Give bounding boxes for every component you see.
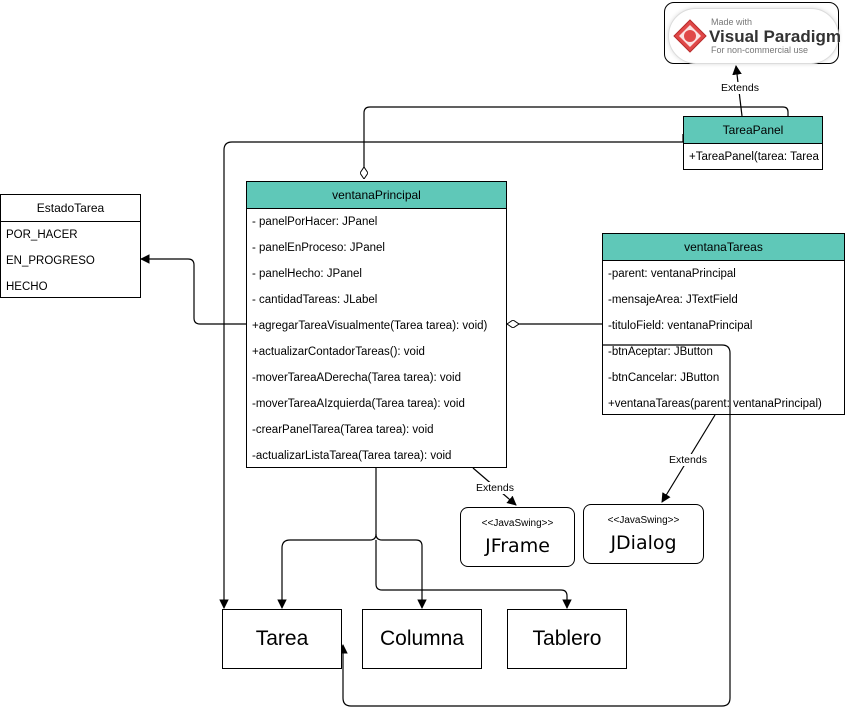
member-row: -actualizarListaTarea(Tarea tarea): void: [252, 450, 452, 462]
member-row: - panelPorHacer: JPanel: [252, 216, 378, 228]
member-row: +ventanaTareas(parent: ventanaPrincipal): [608, 398, 822, 410]
class-ventanatareas[interactable]: ventanaTareas -parent: ventanaPrincipal …: [602, 233, 845, 415]
edge-ventanaprincipal-to-estadotarea: [140, 254, 247, 325]
swing-jframe-stereotype: <<JavaSwing>>: [481, 518, 554, 529]
member-row: -moverTareaAIzquierda(Tarea tarea): void: [252, 398, 465, 410]
edge-ventanaprincipal-to-tablero: [375, 540, 572, 609]
edge-tareapanel-to-tarea: [219, 134, 684, 609]
member-row: -crearPanelTarea(Tarea tarea): void: [252, 424, 434, 436]
class-ventanatareas-title: ventanaTareas: [603, 234, 844, 261]
visual-paradigm-logo-icon: [673, 19, 707, 53]
class-estadotarea-title: EstadoTarea: [1, 195, 140, 222]
swing-jframe-name: JFrame: [485, 535, 550, 557]
box-tarea[interactable]: Tarea: [222, 609, 342, 669]
box-columna[interactable]: Columna: [362, 609, 482, 669]
swing-jframe[interactable]: <<JavaSwing>> JFrame: [460, 507, 575, 567]
member-row: - cantidadTareas: JLabel: [252, 294, 378, 306]
member-row: -moverTareaADerecha(Tarea tarea): void: [252, 372, 462, 384]
enum-value-hecho: HECHO: [6, 281, 48, 293]
edge-ventanaprincipal-to-columna: [375, 533, 427, 609]
member-row: +agregarTareaVisualmente(Tarea tarea): v…: [252, 320, 488, 332]
class-ventanaprincipal[interactable]: ventanaPrincipal - panelPorHacer: JPanel…: [246, 181, 507, 468]
extends-label-jdialog: Extends: [667, 454, 709, 466]
class-ventanaprincipal-title: ventanaPrincipal: [247, 182, 506, 209]
member-row: - panelHecho: JPanel: [252, 268, 362, 280]
edge-tareapanel-to-ventanaprincipal: [364, 106, 789, 178]
swing-jdialog[interactable]: <<JavaSwing>> JDialog: [583, 504, 704, 564]
class-tareapanel-title: TareaPanel: [684, 117, 822, 144]
member-row: -parent: ventanaPrincipal: [608, 268, 736, 280]
extends-label-jframe: Extends: [474, 482, 516, 494]
watermark-sub: For non-commercial use: [711, 45, 809, 55]
member-row: -mensajeArea: JTextField: [608, 294, 738, 306]
class-estadotarea[interactable]: EstadoTarea POR_HACER EN_PROGRESO HECHO: [0, 194, 141, 298]
member-row: -btnCancelar: JButton: [608, 372, 720, 384]
swing-jdialog-stereotype: <<JavaSwing>>: [607, 515, 680, 526]
member-row: - panelEnProceso: JPanel: [252, 242, 385, 254]
enum-value-en-progreso: EN_PROGRESO: [6, 255, 95, 267]
class-tareapanel-row: +TareaPanel(tarea: Tarea: [689, 151, 819, 163]
watermark-made-with: Made with: [711, 17, 753, 27]
edge-ventanaprincipal-to-tarea: [277, 468, 377, 609]
member-row: -btnAceptar: JButton: [608, 346, 713, 358]
extends-label-tareapanel: Extends: [719, 82, 761, 94]
member-row: +actualizarContadorTareas(): void: [252, 346, 425, 358]
box-tablero[interactable]: Tablero: [507, 609, 627, 669]
member-row: -tituloField: ventanaPrincipal: [608, 320, 753, 332]
swing-jdialog-name: JDialog: [610, 532, 677, 554]
watermark-name: Visual Paradigm: [709, 27, 841, 46]
class-tareapanel[interactable]: TareaPanel +TareaPanel(tarea: Tarea: [683, 116, 823, 170]
enum-value-por-hacer: POR_HACER: [6, 229, 78, 241]
